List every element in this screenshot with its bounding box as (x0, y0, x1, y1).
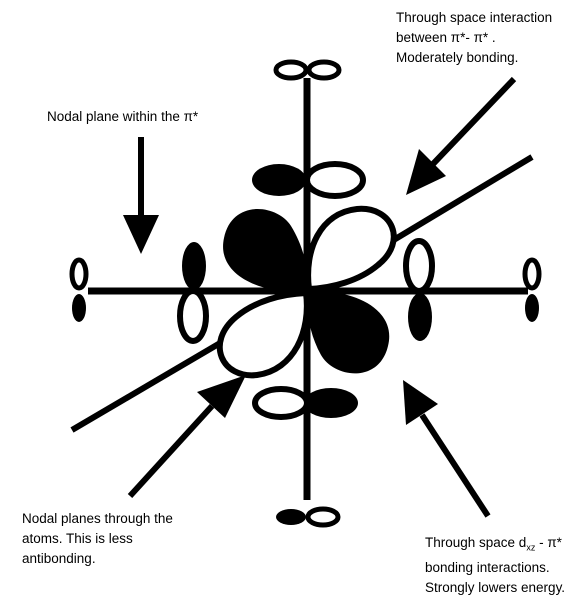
label-line: Moderately bonding. (396, 50, 519, 65)
p-orbital-top-near (252, 161, 366, 199)
d-lobe-top-right-open (305, 205, 397, 293)
label-through-space-pi: Through space interaction between π*- π*… (396, 8, 552, 68)
label-line: between π*- π* . (396, 30, 496, 45)
label-subscript: xz (526, 542, 536, 553)
label-nodal-planes-atoms: Nodal planes through the atoms. This is … (22, 509, 173, 569)
label-line: Through space interaction (396, 10, 553, 25)
p-orbital-right-far (522, 257, 542, 322)
label-line: Strongly lowers energy. (425, 579, 566, 595)
arrow-through-space-d (403, 380, 491, 518)
label-line: Nodal plane within the π* (47, 109, 199, 124)
arrow-nodal-planes-atoms (127, 375, 246, 499)
arrow-nodal-plane (123, 137, 159, 254)
diagonal-line-upper (390, 154, 534, 244)
p-orbital-bottom-near (252, 386, 358, 420)
d-lobe-bottom-left-open (216, 289, 310, 379)
d-lobe-top-left-filled (223, 209, 308, 291)
label-nodal-plane: Nodal plane within the π* (47, 107, 198, 127)
label-line: Through space dxz - π* (425, 533, 565, 558)
label-through-space-d: Through space dxz - π* bonding interacti… (425, 533, 565, 598)
label-line: antibonding. (22, 551, 96, 566)
p-orbital-right-near (403, 238, 435, 341)
d-lobe-bottom-right-filled (307, 291, 390, 374)
p-orbital-top-far (273, 59, 342, 81)
label-line: atoms. This is less (22, 531, 133, 546)
diagonal-line-lower (70, 336, 229, 433)
p-orbital-left-near (177, 242, 209, 344)
p-orbital-left-far (69, 257, 89, 322)
label-suffix: - π* (535, 535, 562, 550)
arrow-through-space-pi (406, 76, 517, 195)
label-line: Nodal planes through the (22, 511, 173, 526)
label-prefix: Through space d (425, 535, 527, 550)
label-line: bonding interactions. (425, 559, 550, 575)
p-orbital-bottom-far (276, 506, 341, 528)
